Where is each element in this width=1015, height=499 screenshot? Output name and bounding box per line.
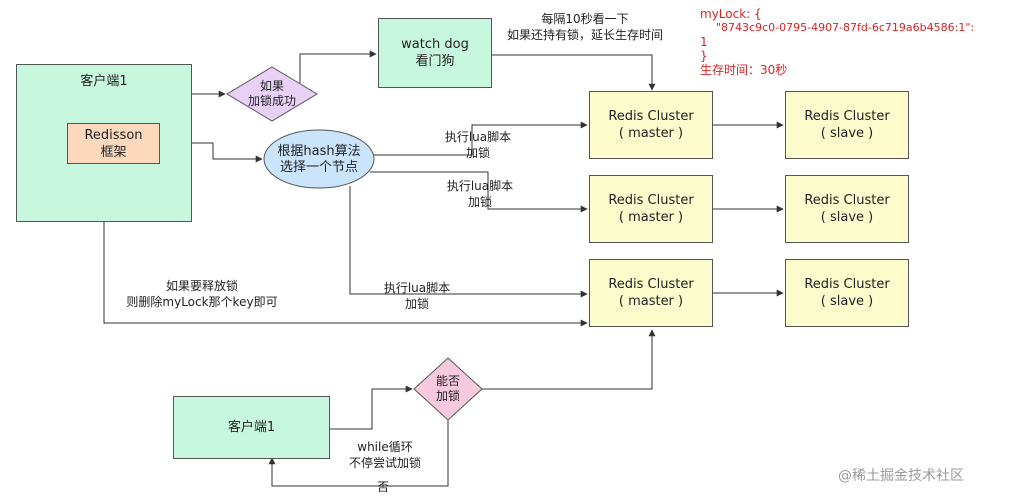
redis-slave-1-line1: Redis Cluster <box>804 109 890 124</box>
label-release-lock: 如果要释放锁 则删除myLock那个key即可 <box>112 278 292 310</box>
mylock-note: myLock: { "8743c9c0-0795-4907-87fd-6c719… <box>700 7 974 77</box>
redis-slave-1-line2: ( slave ) <box>820 126 874 141</box>
decision-lock-success-line2: 加锁成功 <box>247 94 296 108</box>
redis-master-2-line1: Redis Cluster <box>608 193 694 208</box>
label-lua-2-line1: 执行lua脚本 <box>446 179 514 193</box>
hash-line1: 根据hash算法 <box>277 144 361 159</box>
watchdog-label-line1: watch dog <box>401 37 469 52</box>
hash-line2: 选择一个节点 <box>279 160 358 175</box>
label-while-line2: 不停尝试加锁 <box>348 456 421 470</box>
decision-lock-success-shape <box>226 66 318 122</box>
mylock-note-line4: } <box>700 49 708 63</box>
label-lua-1-line2: 加锁 <box>465 146 490 160</box>
redis-slave-2-line1: Redis Cluster <box>804 193 890 208</box>
decision-lock-success-line1: 如果 <box>259 79 284 93</box>
watchdog-label-line2: 看门狗 <box>415 54 455 69</box>
label-lua-3: 执行lua脚本 加锁 <box>372 280 462 312</box>
label-while-loop: while循环 不停尝试加锁 <box>335 439 435 471</box>
edge-decision-to-watchdog <box>299 50 377 83</box>
label-lua-2: 执行lua脚本 加锁 <box>435 178 525 210</box>
redis-slave-2-line2: ( slave ) <box>820 210 874 225</box>
redisson-label-line1: Redisson <box>84 127 143 143</box>
edge-client-release-to-master3 <box>103 222 588 327</box>
label-every-10s-line1: 每隔10秒看一下 <box>541 12 629 26</box>
redis-master-3-line2: ( master ) <box>618 294 684 309</box>
decision-can-lock-line1: 能否 <box>435 374 460 388</box>
mylock-note-line3: 1 <box>700 35 708 49</box>
redis-master-1: Redis Cluster ( master ) <box>589 91 713 159</box>
mylock-note-line1: myLock: { <box>700 7 762 21</box>
redis-master-2-line2: ( master ) <box>618 210 684 225</box>
redis-slave-3: Redis Cluster ( slave ) <box>785 259 909 327</box>
label-every-10s-line2: 如果还持有锁，延长生存时间 <box>506 28 663 42</box>
client1-top-label: 客户端1 <box>80 74 128 89</box>
decision-can-lock-text: 能否 加锁 <box>418 374 478 404</box>
label-while-line1: while循环 <box>357 440 413 454</box>
label-release-line1: 如果要释放锁 <box>165 279 238 293</box>
redis-master-1-line2: ( master ) <box>618 126 684 141</box>
edge-decision-no-loop <box>268 420 449 487</box>
redis-master-3: Redis Cluster ( master ) <box>589 259 713 327</box>
label-no: 否 <box>376 480 389 494</box>
watermark: @稀土掘金技术社区 <box>838 468 964 484</box>
redis-slave-3-line2: ( slave ) <box>820 294 874 309</box>
mylock-note-line2: "8743c9c0-0795-4907-87fd-6c719a6b4586:1"… <box>716 21 975 34</box>
label-release-line2: 则删除myLock那个key即可 <box>126 295 278 309</box>
client1-bottom-label: 客户端1 <box>227 420 276 435</box>
redis-slave-1: Redis Cluster ( slave ) <box>785 91 909 159</box>
hash-select-node-shape <box>263 129 375 189</box>
edge-client2-to-decision <box>330 385 413 430</box>
decision-can-lock-line2: 加锁 <box>435 389 460 403</box>
label-lua-1: 执行lua脚本 加锁 <box>433 129 523 161</box>
edge-decision-to-master3 <box>482 329 656 390</box>
hash-select-node-text: 根据hash算法 选择一个节点 <box>269 144 369 176</box>
edge-hash-to-master3 <box>349 186 588 298</box>
label-lua-3-line1: 执行lua脚本 <box>383 281 451 295</box>
watchdog-box: watch dog 看门狗 <box>378 18 492 88</box>
edge-hash-to-master2 <box>370 171 588 213</box>
redis-master-2: Redis Cluster ( master ) <box>589 175 713 243</box>
label-lua-2-line2: 加锁 <box>467 195 492 209</box>
label-lua-3-line2: 加锁 <box>404 297 429 311</box>
redis-slave-2: Redis Cluster ( slave ) <box>785 175 909 243</box>
redis-master-1-line1: Redis Cluster <box>608 109 694 124</box>
label-lua-1-line1: 执行lua脚本 <box>444 130 512 144</box>
redisson-label-line2: 框架 <box>100 144 127 160</box>
mylock-note-line5: 生存时间：30秒 <box>700 63 788 77</box>
decision-lock-success-text: 如果 加锁成功 <box>236 79 308 109</box>
client1-bottom-box: 客户端1 <box>173 396 330 459</box>
edge-hash-to-master1 <box>374 121 588 156</box>
redisson-framework-box: Redisson 框架 <box>67 123 160 164</box>
label-every-10s: 每隔10秒看一下 如果还持有锁，延长生存时间 <box>485 11 685 43</box>
edge-watchdog-to-master1 <box>492 54 656 91</box>
redis-slave-3-line1: Redis Cluster <box>804 277 890 292</box>
redis-master-3-line1: Redis Cluster <box>608 277 694 292</box>
